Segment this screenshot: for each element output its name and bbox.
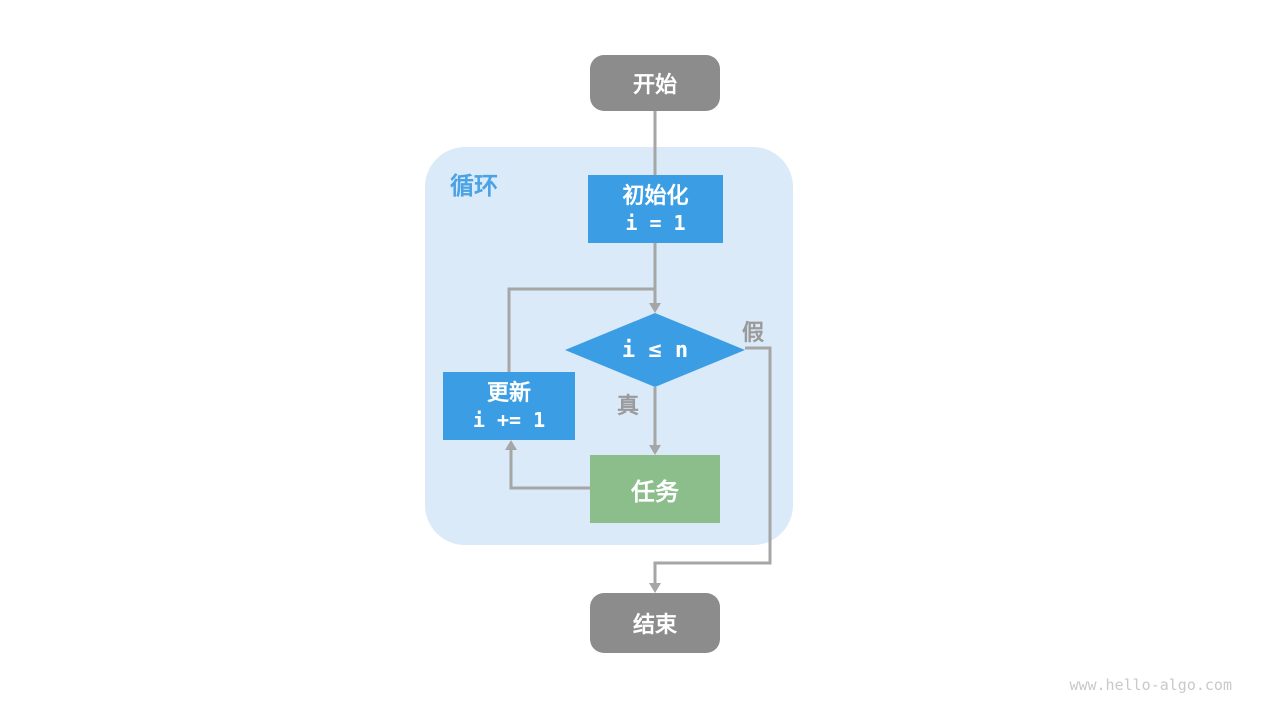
task-node-label: 任务: [631, 478, 679, 506]
init-node-code: i = 1: [625, 211, 686, 236]
condition-node-label: i ≤ n: [621, 337, 689, 363]
init-node-label: 初始化: [622, 182, 689, 208]
end-node-label: 结束: [632, 612, 677, 637]
branch-true-label: 真: [617, 393, 640, 418]
start-node-label: 开始: [632, 72, 677, 97]
update-node-label: 更新: [486, 379, 531, 405]
arrowhead-into-end: [649, 583, 661, 593]
update-node: 更新 i += 1: [443, 372, 575, 440]
watermark-text: www.hello-algo.com: [1069, 676, 1232, 694]
update-node-code: i += 1: [472, 408, 546, 433]
branch-false-label: 假: [742, 320, 765, 345]
start-node: 开始: [590, 55, 720, 111]
init-node: 初始化 i = 1: [588, 175, 723, 243]
end-node: 结束: [590, 593, 720, 653]
task-node: 任务: [590, 455, 720, 523]
loop-container-label: 循环: [450, 173, 498, 200]
